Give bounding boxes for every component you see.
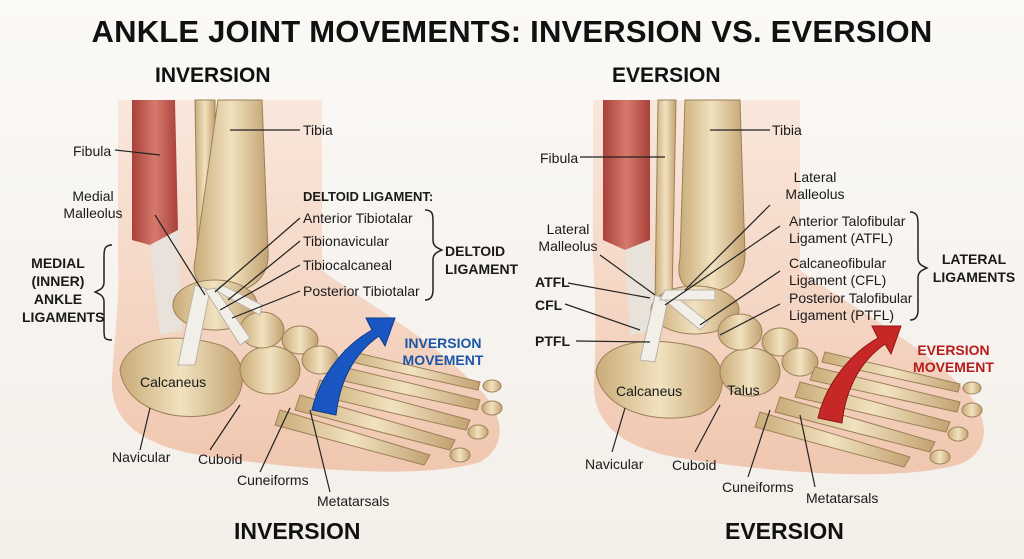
tibiocalcaneal-label: Tibiocalcaneal (303, 257, 392, 273)
ev-fibula-label: Fibula (540, 150, 579, 166)
inv-tibia-label: Tibia (303, 122, 333, 138)
eversion-heading: EVERSION (612, 64, 721, 87)
inv-cuboid-label: Cuboid (198, 451, 243, 467)
page-title: ANKLE JOINT MOVEMENTS: INVERSION VS. EVE… (91, 14, 933, 49)
atfl-full-label: Anterior Talofibular Ligament (ATFL) (789, 213, 906, 246)
eversion-movement-label: EVERSION MOVEMENT (913, 342, 994, 375)
eversion-illustration (564, 99, 984, 488)
ev-navicular-label: Navicular (585, 456, 644, 472)
inversion-bottom-heading: INVERSION (234, 518, 361, 544)
ev-cuboid-label: Cuboid (672, 457, 717, 473)
ev-cuneiforms-label: Cuneiforms (722, 479, 794, 495)
inv-medial-malleolus-label: Medial Malleolus (63, 188, 123, 221)
ev-tibia-label: Tibia (772, 122, 802, 138)
deltoid-ligament-header: DELTOID LIGAMENT: (303, 189, 434, 204)
ptfl-full-label: Posterior Talofibular Ligament (PTFL) (789, 290, 913, 323)
ev-talus-label: Talus (727, 382, 760, 398)
inv-cuneiforms-label: Cuneiforms (237, 472, 309, 488)
ev-metatarsals-label: Metatarsals (806, 490, 879, 506)
ev-lateral-malleolus-left-label: Lateral Malleolus (538, 221, 598, 254)
medial-ankle-ligaments-label: MEDIAL (INNER) ANKLE LIGAMENTS (22, 255, 105, 325)
eversion-bottom-heading: EVERSION (725, 518, 844, 544)
posterior-tibiotalar-label: Posterior Tibiotalar (303, 283, 420, 299)
inversion-heading: INVERSION (155, 64, 271, 87)
cfl-short-label: CFL (535, 297, 563, 313)
inv-metatarsals-label: Metatarsals (317, 493, 390, 509)
inv-fibula-label: Fibula (73, 143, 112, 159)
lateral-ligaments-label: LATERAL LIGAMENTS (932, 251, 1016, 285)
cfl-full-label: Calcaneofibular Ligament (CFL) (789, 255, 887, 288)
ev-lateral-malleolus-top-label: Lateral Malleolus (785, 169, 845, 202)
anterior-tibiotalar-label: Anterior Tibiotalar (303, 210, 413, 226)
inversion-illustration (93, 99, 503, 493)
inv-navicular-label: Navicular (112, 449, 171, 465)
tibionavicular-label: Tibionavicular (303, 233, 389, 249)
inversion-movement-label: INVERSION MOVEMENT (402, 335, 484, 368)
deltoid-ligament-group-label: DELTOID LIGAMENT (445, 243, 519, 277)
ptfl-short-label: PTFL (535, 333, 570, 349)
atfl-short-label: ATFL (535, 274, 570, 290)
ev-calcaneus-label: Calcaneus (616, 383, 683, 399)
inv-calcaneus-label: Calcaneus (140, 374, 207, 390)
